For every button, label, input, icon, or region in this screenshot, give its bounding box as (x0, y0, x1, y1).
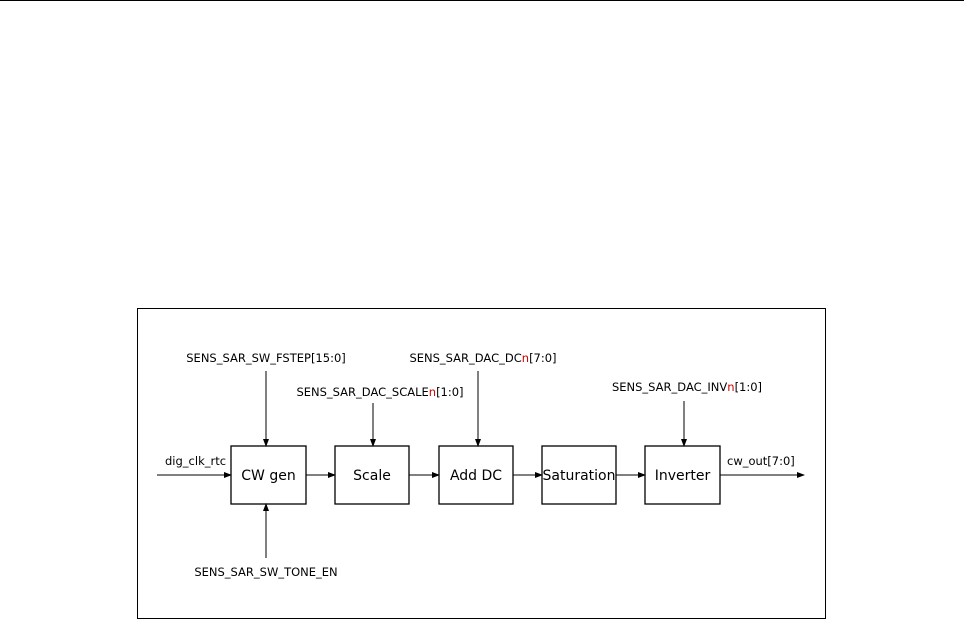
block-saturation: Saturation (541, 445, 617, 505)
block-inverter-label: Inverter (655, 468, 711, 484)
block-add-dc: Add DC (438, 445, 514, 505)
block-cw-gen-label: CW gen (241, 468, 295, 484)
block-scale: Scale (334, 445, 410, 505)
signal-dac-scale-suffix: [1:0] (436, 385, 463, 399)
diagram-frame (137, 308, 826, 619)
signal-dac-scale-prefix: SENS_SAR_DAC_SCALE (296, 385, 428, 399)
page-top-rule (0, 0, 964, 1)
signal-dac-inv-prefix: SENS_SAR_DAC_INV (612, 380, 727, 394)
signal-dac-inv-channel-var: n (727, 380, 734, 394)
signal-dac-inv-label: SENS_SAR_DAC_INVn[1:0] (612, 380, 762, 394)
block-scale-label: Scale (353, 468, 391, 484)
signal-cw-out-label: cw_out[7:0] (727, 454, 795, 468)
signal-dac-scale-channel-var: n (429, 385, 436, 399)
block-add-dc-label: Add DC (450, 468, 502, 484)
signal-dac-dc-label: SENS_SAR_DAC_DCn[7:0] (409, 351, 556, 365)
signal-dac-dc-channel-var: n (522, 351, 529, 365)
block-inverter: Inverter (644, 445, 721, 505)
signal-dac-dc-suffix: [7:0] (529, 351, 556, 365)
signal-dac-scale-label: SENS_SAR_DAC_SCALEn[1:0] (296, 385, 463, 399)
signal-tone-en-label: SENS_SAR_SW_TONE_EN (194, 565, 337, 579)
block-saturation-label: Saturation (543, 468, 616, 484)
block-cw-gen: CW gen (230, 445, 307, 505)
signal-fstep-label: SENS_SAR_SW_FSTEP[15:0] (186, 351, 346, 365)
signal-dac-dc-prefix: SENS_SAR_DAC_DC (409, 351, 521, 365)
signal-dac-inv-suffix: [1:0] (735, 380, 762, 394)
signal-dig-clk-rtc-label: dig_clk_rtc (165, 454, 226, 468)
